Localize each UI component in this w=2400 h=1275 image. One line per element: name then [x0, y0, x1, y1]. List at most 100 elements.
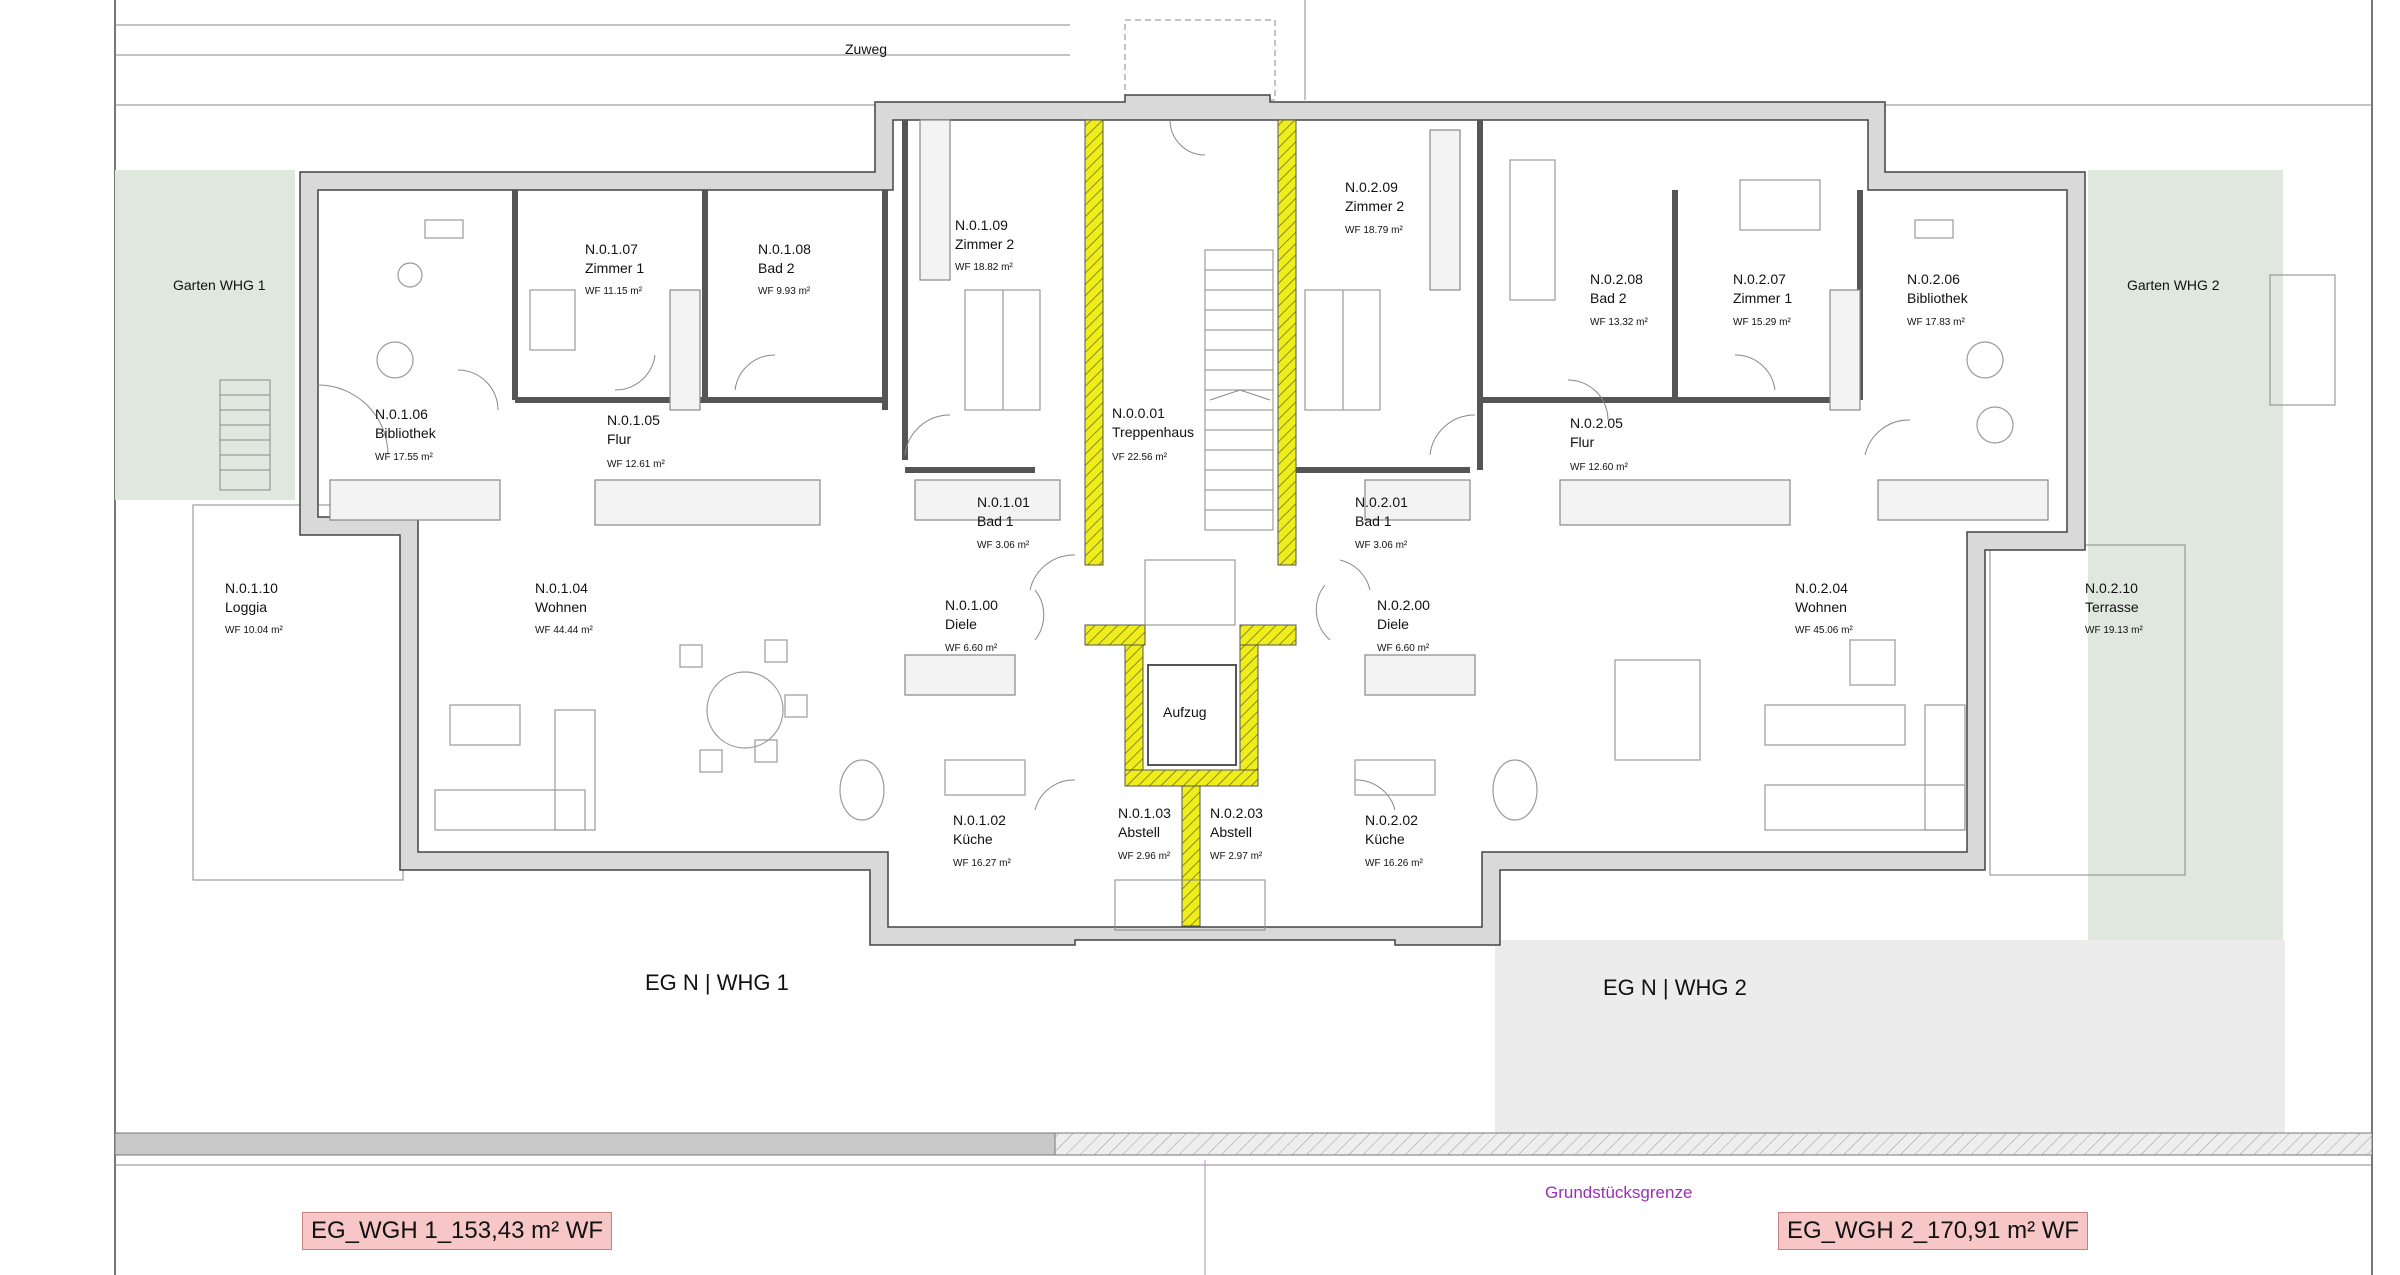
room-name: Küche [1365, 831, 1405, 847]
room-area: WF 6.60 m² [1377, 643, 1430, 654]
area-summary-whg2: EG_WGH 2_170,91 m² WF [1778, 1212, 2089, 1250]
room-id: N.0.1.05 [607, 412, 660, 428]
room-id: N.0.2.06 [1907, 271, 1960, 287]
room-id: N.0.2.05 [1570, 415, 1623, 431]
room-id: N.0.1.00 [945, 597, 998, 613]
room-area: WF 9.93 m² [758, 286, 811, 297]
room-area: WF 3.06 m² [1355, 540, 1408, 551]
core [1084, 119, 1297, 931]
room-area: WF 6.60 m² [945, 643, 998, 654]
room-id: N.0.1.07 [585, 241, 638, 257]
room-id: N.0.2.03 [1210, 805, 1263, 821]
room-name: Bibliothek [375, 425, 437, 441]
room-area: WF 18.79 m² [1345, 225, 1403, 236]
room-id: N.0.1.08 [758, 241, 811, 257]
room-id: N.0.2.04 [1795, 580, 1848, 596]
outer-walls [299, 94, 2086, 946]
room-id: N.0.1.09 [955, 217, 1008, 233]
label-garden-2: Garten WHG 2 [2127, 277, 2220, 293]
shelving [329, 119, 2049, 696]
room-name: Flur [607, 431, 631, 447]
room-id: N.0.2.02 [1365, 812, 1418, 828]
room-area: WF 11.15 m² [585, 286, 643, 297]
room-id: N.0.2.08 [1590, 271, 1643, 287]
room-area: WF 18.82 m² [955, 262, 1013, 273]
room-name: Zimmer 1 [585, 260, 644, 276]
elevator-shaft [1147, 664, 1237, 766]
room-name: Wohnen [535, 599, 587, 615]
room-id: N.0.2.10 [2085, 580, 2138, 596]
room-area: WF 10.04 m² [225, 625, 283, 636]
room-area: WF 16.26 m² [1365, 858, 1423, 869]
garden-area-1 [115, 170, 295, 500]
label-unit-1: EG N | WHG 1 [645, 970, 789, 995]
room-area: WF 17.83 m² [1907, 317, 1965, 328]
street-band [114, 1132, 2373, 1275]
room-area: WF 45.06 m² [1795, 625, 1853, 636]
room-area: WF 2.97 m² [1210, 851, 1263, 862]
room-area: WF 44.44 m² [535, 625, 593, 636]
room-id: N.0.1.02 [953, 812, 1006, 828]
room-name: Abstell [1210, 824, 1252, 840]
room-area: WF 16.27 m² [953, 858, 1011, 869]
label-unit-2: EG N | WHG 2 [1603, 975, 1747, 1000]
room-name: Küche [953, 831, 993, 847]
label-elevator: Aufzug [1163, 704, 1207, 720]
loggia-outline [192, 504, 404, 881]
room-name: Wohnen [1795, 599, 1847, 615]
room-name: Abstell [1118, 824, 1160, 840]
room-name: Bad 1 [977, 513, 1014, 529]
room-name: Bad 1 [1355, 513, 1392, 529]
room-area: WF 19.13 m² [2085, 625, 2143, 636]
room-name: Loggia [225, 599, 267, 615]
terrace-outline [1989, 544, 2186, 876]
room-id: N.0.1.01 [977, 494, 1030, 510]
room-name: Flur [1570, 434, 1594, 450]
lawn-area-2 [1495, 940, 2285, 1140]
room-name: Diele [1377, 616, 1409, 632]
label-garden-1: Garten WHG 1 [173, 277, 266, 293]
room-area: WF 15.29 m² [1733, 317, 1791, 328]
room-id: N.0.2.01 [1355, 494, 1408, 510]
room-name: Bad 2 [1590, 290, 1627, 306]
room-id: N.0.1.04 [535, 580, 588, 596]
interior-walls [512, 120, 1863, 473]
room-name: Zimmer 2 [955, 236, 1014, 252]
room-area: WF 3.06 m² [977, 540, 1030, 551]
label-property-boundary: Grundstücksgrenze [1545, 1183, 1692, 1202]
room-name: Zimmer 2 [1345, 198, 1404, 214]
doors [317, 119, 1911, 811]
furniture [376, 159, 2014, 831]
room-name: Terrasse [2085, 599, 2139, 615]
room-name: Bibliothek [1907, 290, 1969, 306]
room-name: Treppenhaus [1112, 424, 1194, 440]
room-area: WF 12.60 m² [1570, 462, 1628, 473]
room-area: VF 22.56 m² [1112, 452, 1168, 463]
room-area: WF 13.32 m² [1590, 317, 1648, 328]
room-area: WF 2.96 m² [1118, 851, 1171, 862]
exterior-stairs [219, 379, 271, 491]
room-area: WF 17.55 m² [375, 452, 433, 463]
room-name: Bad 2 [758, 260, 795, 276]
room-id: N.0.2.07 [1733, 271, 1786, 287]
room-name: Diele [945, 616, 977, 632]
